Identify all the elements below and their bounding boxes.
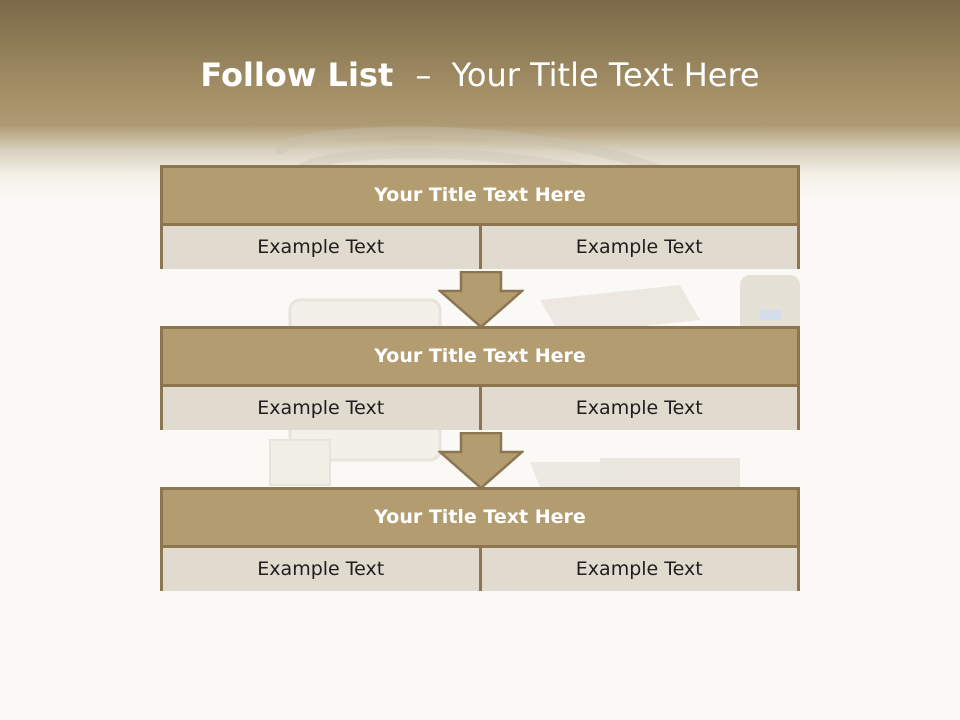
block-cell-right: Example Text — [478, 387, 797, 430]
block-title: Your Title Text Here — [163, 490, 797, 545]
block-cell-right: Example Text — [478, 548, 797, 591]
block-cells: Example Text Example Text — [163, 223, 797, 269]
slide-title: Follow List – Your Title Text Here — [0, 52, 960, 98]
slide-title-bold: Follow List — [200, 56, 394, 94]
block-cell-left: Example Text — [163, 226, 479, 269]
slide-title-rest: Your Title Text Here — [451, 56, 760, 94]
down-arrow-icon — [438, 432, 524, 490]
slide-title-separator: – — [415, 56, 432, 94]
list-block-3: Your Title Text Here Example Text Exampl… — [160, 487, 800, 591]
block-cell-left: Example Text — [163, 548, 479, 591]
down-arrow-icon — [438, 271, 524, 329]
block-title: Your Title Text Here — [163, 329, 797, 384]
list-block-1: Your Title Text Here Example Text Exampl… — [160, 165, 800, 269]
list-block-2: Your Title Text Here Example Text Exampl… — [160, 326, 800, 430]
block-cells: Example Text Example Text — [163, 384, 797, 430]
block-cells: Example Text Example Text — [163, 545, 797, 591]
block-title: Your Title Text Here — [163, 168, 797, 223]
block-cell-right: Example Text — [478, 226, 797, 269]
block-cell-left: Example Text — [163, 387, 479, 430]
